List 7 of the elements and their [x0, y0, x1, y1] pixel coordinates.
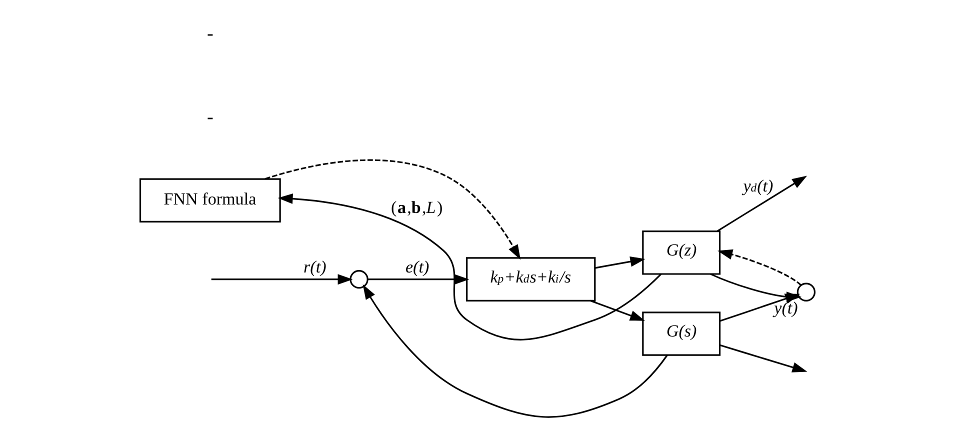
label: -	[206, 106, 214, 128]
edge-label: (a,b,L)	[391, 198, 443, 217]
edge-label: yd(t)	[743, 176, 774, 196]
edge-label: e(t)	[405, 258, 430, 277]
node-label: y(t)	[774, 298, 798, 318]
label: -	[206, 24, 214, 45]
edge-label: r(t)	[304, 258, 326, 277]
